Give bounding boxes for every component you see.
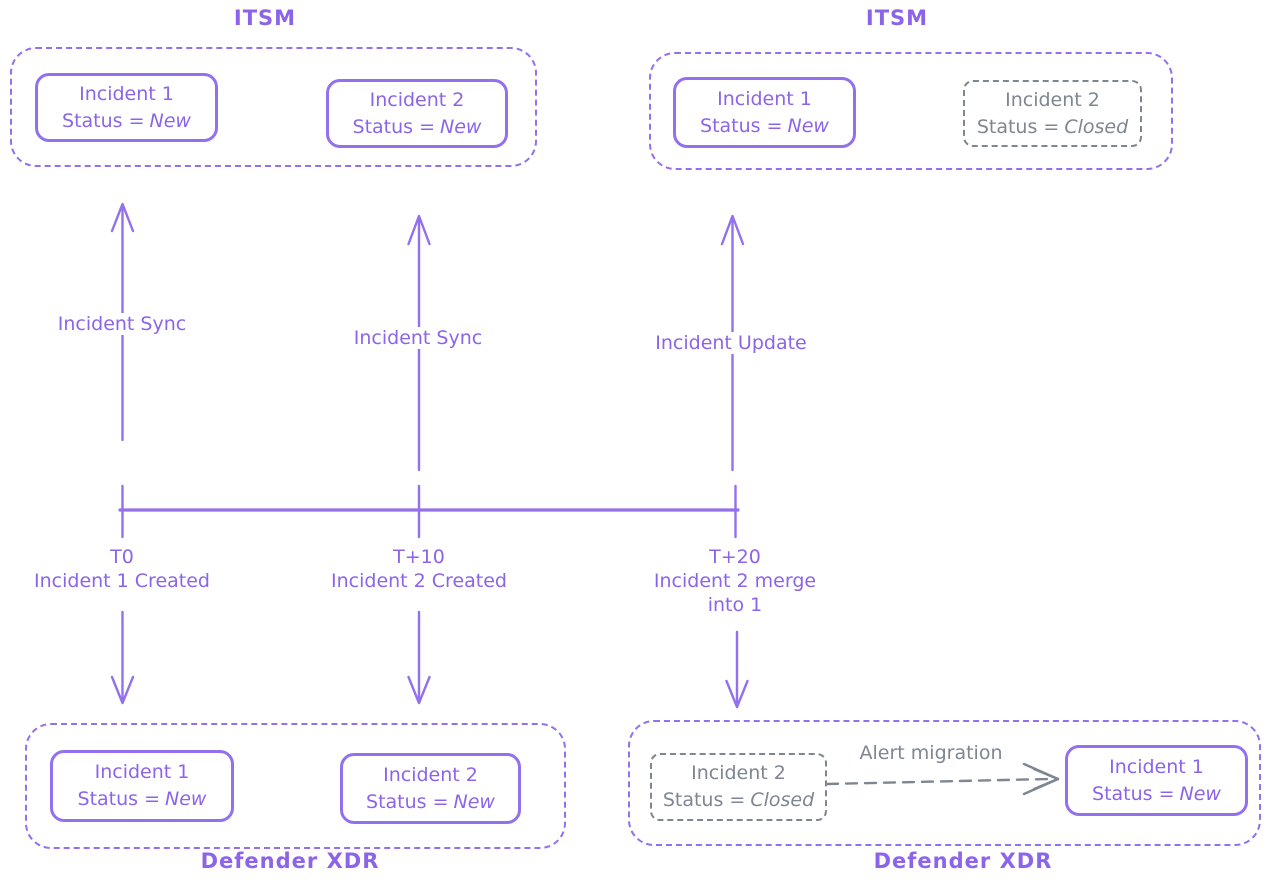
down-arrow-1 — [110, 610, 135, 705]
alert-migration-label: Alert migration — [855, 742, 1007, 764]
itsm-right-incident-1-box: Incident 1 Status =New — [673, 77, 856, 148]
down-arrow-2 — [407, 610, 431, 705]
xdr-right-incident-2-box: Incident 2 Status =Closed — [650, 753, 827, 821]
timeline-axis — [118, 484, 740, 539]
xdr-container-left — [25, 723, 566, 849]
timeline-t20-desc-1: Incident 2 merge — [653, 570, 817, 592]
incident-name: Incident 1 — [79, 82, 174, 105]
incident-status: Status =New — [1092, 782, 1221, 805]
itsm-title-left: ITSM — [233, 6, 297, 30]
incident-sync-label-1: Incident Sync — [50, 313, 194, 335]
incident-name: Incident 1 — [94, 761, 190, 784]
incident-status: Status =New — [352, 115, 482, 138]
timeline-t10-desc: Incident 2 Created — [331, 570, 507, 592]
incident-status: Status =New — [77, 788, 207, 810]
incident-name: Incident 2 — [1005, 88, 1100, 111]
timeline-t20: T+20 — [709, 546, 761, 568]
xdr-right-incident-1-box: Incident 1 Status =New — [1065, 745, 1248, 816]
xdr-left-incident-1-box: Incident 1 Status =New — [50, 750, 234, 822]
itsm-left-incident-1-box: Incident 1 Status =New — [35, 73, 218, 142]
incident-name: Incident 2 — [383, 763, 478, 786]
timeline-t20-desc-2: into 1 — [707, 594, 763, 616]
itsm-right-incident-2-box: Incident 2 Status =Closed — [963, 80, 1142, 147]
incident-status: Status =New — [366, 790, 495, 813]
incident-name: Incident 1 — [717, 87, 812, 110]
xdr-title-left: Defender XDR — [200, 849, 380, 873]
incident-update-label: Incident Update — [648, 332, 814, 354]
xdr-left-incident-2-box: Incident 2 Status =New — [340, 753, 521, 824]
incident-status: Status =New — [700, 114, 829, 137]
down-arrow-3 — [725, 630, 749, 709]
itsm-title-right: ITSM — [865, 6, 929, 30]
incident-status: Status =New — [62, 109, 191, 132]
xdr-container-right — [628, 720, 1261, 846]
xdr-title-right: Defender XDR — [873, 849, 1053, 873]
itsm-container-right — [649, 52, 1173, 170]
incident-name: Incident 1 — [1109, 755, 1204, 778]
incident-status: Status =Closed — [976, 115, 1129, 138]
incident-sync-label-2: Incident Sync — [346, 327, 490, 349]
itsm-container-left — [10, 47, 537, 167]
itsm-left-incident-2-box: Incident 2 Status =New — [326, 79, 508, 148]
incident-name: Incident 2 — [369, 88, 465, 111]
incident-name: Incident 2 — [691, 762, 786, 785]
timeline-t0-desc: Incident 1 Created — [34, 570, 210, 592]
timeline-t0: T0 — [110, 546, 134, 568]
incident-status: Status =Closed — [662, 789, 815, 811]
timeline-t10: T+10 — [393, 546, 445, 568]
